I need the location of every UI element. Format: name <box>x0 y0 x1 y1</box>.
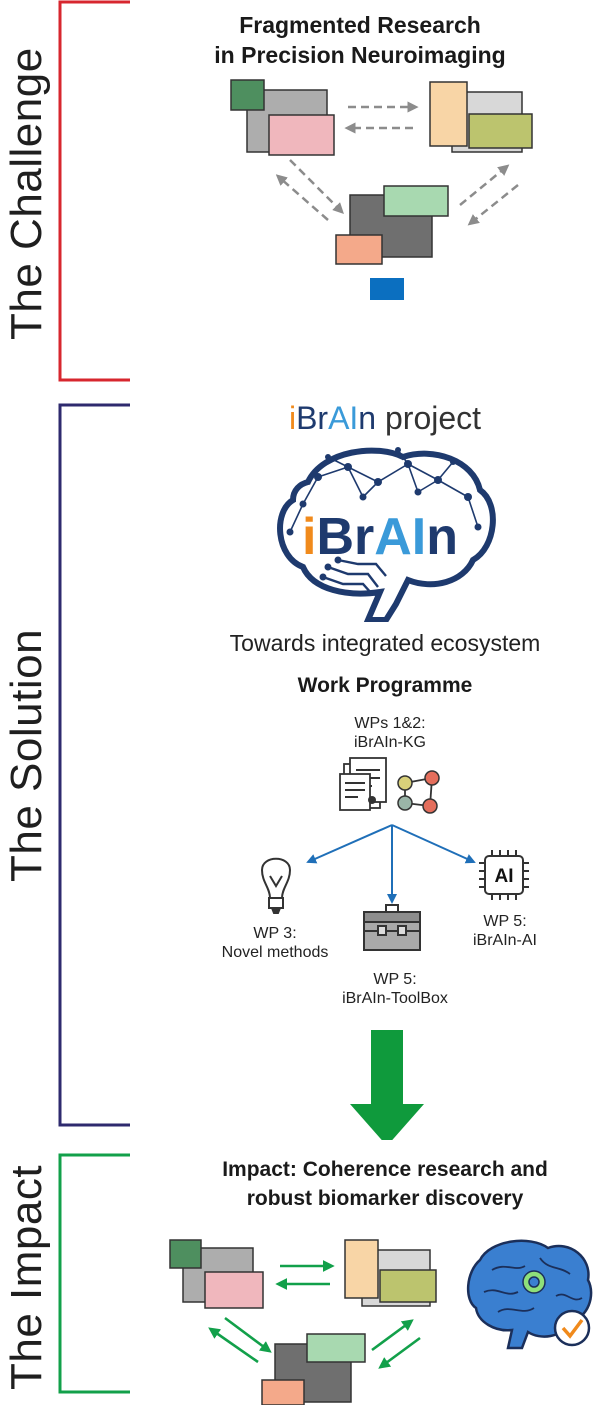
brain-network-icon: iBrAIn <box>277 447 496 622</box>
logo-text-ai: AI <box>374 508 426 566</box>
lightbulb-icon <box>260 857 292 914</box>
solid-exchange-arrows <box>208 1260 421 1369</box>
project-title-suffix: project <box>376 400 482 436</box>
impact-cluster-bottom <box>261 1333 366 1405</box>
wp5-ai-label-line2: iBrAIn-AI <box>472 932 537 949</box>
impact-cluster-right <box>344 1239 437 1307</box>
knowledge-graph-icon <box>339 757 440 814</box>
wp5-toolbox-label: WP 5: iBrAIn-ToolBox <box>315 970 475 1008</box>
fragmented-data-illustration <box>230 79 533 300</box>
project-title-n: n <box>358 400 377 436</box>
wp-kg-label-line2: iBrAIn-KG <box>353 734 426 751</box>
branch-arrows <box>306 824 476 904</box>
ibrain-logo: iBrAIn <box>268 442 498 622</box>
challenge-title: Fragmented Research in Precision Neuroim… <box>150 10 570 70</box>
toolbox-icon <box>363 904 421 951</box>
verified-brain-icon <box>467 1239 593 1350</box>
challenge-bracket <box>58 0 130 382</box>
project-title-br: Br <box>296 400 329 436</box>
logo-text-i: i <box>302 508 316 566</box>
wp5-ai-label: WP 5: iBrAIn-AI <box>455 912 555 950</box>
solution-bracket <box>58 403 130 1127</box>
data-cluster-left <box>230 79 335 156</box>
impact-title: Impact: Coherence research and robust bi… <box>150 1155 594 1213</box>
work-programme-title: Work Programme <box>297 674 473 697</box>
wp5-toolbox-label-line1: WP 5: <box>373 971 417 988</box>
project-title-ai: AI <box>328 400 359 436</box>
impact-title-line1: Impact: Coherence research and <box>222 1158 548 1181</box>
data-cluster-right <box>429 81 533 153</box>
challenge-title-line2: in Precision Neuroimaging <box>214 42 506 68</box>
svg-text:iBrAIn: iBrAIn <box>302 508 458 566</box>
solution-tagline: Towards integrated ecosystem <box>229 630 541 656</box>
impact-bracket <box>58 1153 130 1394</box>
project-title-i: i <box>288 400 297 436</box>
logo-text-n: n <box>426 508 458 566</box>
wp5-ai-label-line1: WP 5: <box>483 913 527 930</box>
impact-title-line2: robust biomarker discovery <box>246 1187 524 1210</box>
green-down-arrow <box>350 1030 424 1140</box>
integrated-data-illustration <box>169 1239 593 1405</box>
wp-kg-label: WPs 1&2: iBrAIn-KG <box>300 714 480 752</box>
challenge-title-line1: Fragmented Research <box>239 12 481 38</box>
wp3-label-line1: WP 3: <box>253 925 297 942</box>
ai-chip-icon: AI <box>479 850 529 900</box>
logo-text-br: Br <box>316 508 374 566</box>
blue-down-arrow <box>370 278 404 300</box>
wp5-toolbox-label-line2: iBrAIn-ToolBox <box>342 990 448 1007</box>
ai-chip-text: AI <box>495 866 514 887</box>
data-cluster-bottom <box>335 185 449 265</box>
work-programme-diagram: AI <box>260 757 529 1140</box>
wp3-label: WP 3: Novel methods <box>200 924 350 962</box>
wp3-label-line2: Novel methods <box>221 944 329 961</box>
impact-cluster-left <box>169 1239 264 1309</box>
project-title: iBrAIn project <box>150 400 594 437</box>
dashed-exchange-arrows <box>275 101 519 226</box>
wp-kg-label-line1: WPs 1&2: <box>354 715 426 732</box>
